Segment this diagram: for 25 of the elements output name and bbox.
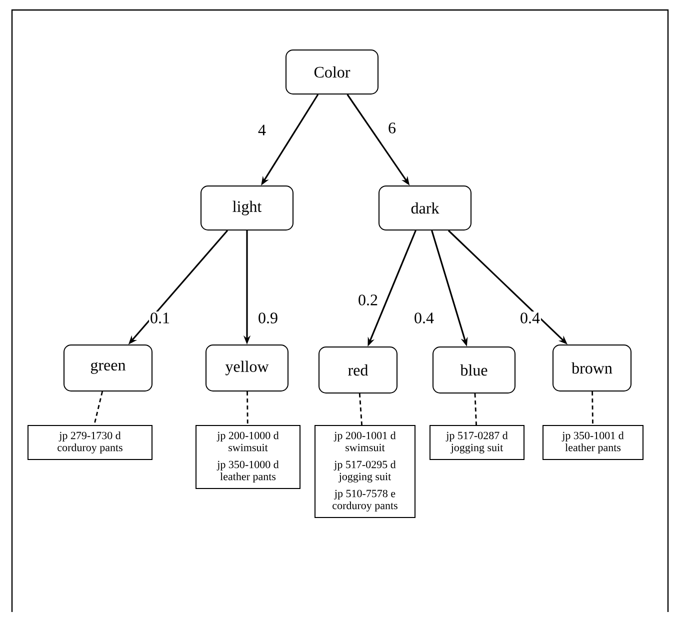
edge-label: 0.2 [357,294,379,306]
item-box: jp 200-1001 d swimsuit jp 517-0295 d jogging suit jp 510-7578 e corduroy pants [314,425,416,518]
item-box: jp 279-1730 d corduroy pants [28,425,152,460]
category-box: green [64,344,152,392]
category-box: dark [378,186,472,230]
category-box: yellow [206,344,288,392]
category-box: blue [432,346,516,394]
connector-line [358,393,362,426]
edge-label: 0.1 [149,312,171,324]
item-box: jp 517-0287 d jogging suit [430,425,524,460]
edge-label: 0.4 [413,312,435,324]
item-box: jp 200-1000 d swimsuit jp 350-1000 d leather pants [196,425,300,489]
edge-label: 6 [387,122,397,134]
connector-line [474,393,477,426]
edge-label: 0.4 [519,312,541,324]
item-box: jp 350-1001 d leather pants [542,425,644,460]
category-box: Color [286,50,378,94]
connector-line [94,391,104,426]
edge-label: 4 [257,124,267,136]
edge-label: 0.9 [257,312,279,324]
category-box: light [200,186,294,230]
category-box: red [318,346,398,394]
connector-line [592,391,594,425]
connector-line [246,391,248,425]
category-box: brown [552,344,632,392]
